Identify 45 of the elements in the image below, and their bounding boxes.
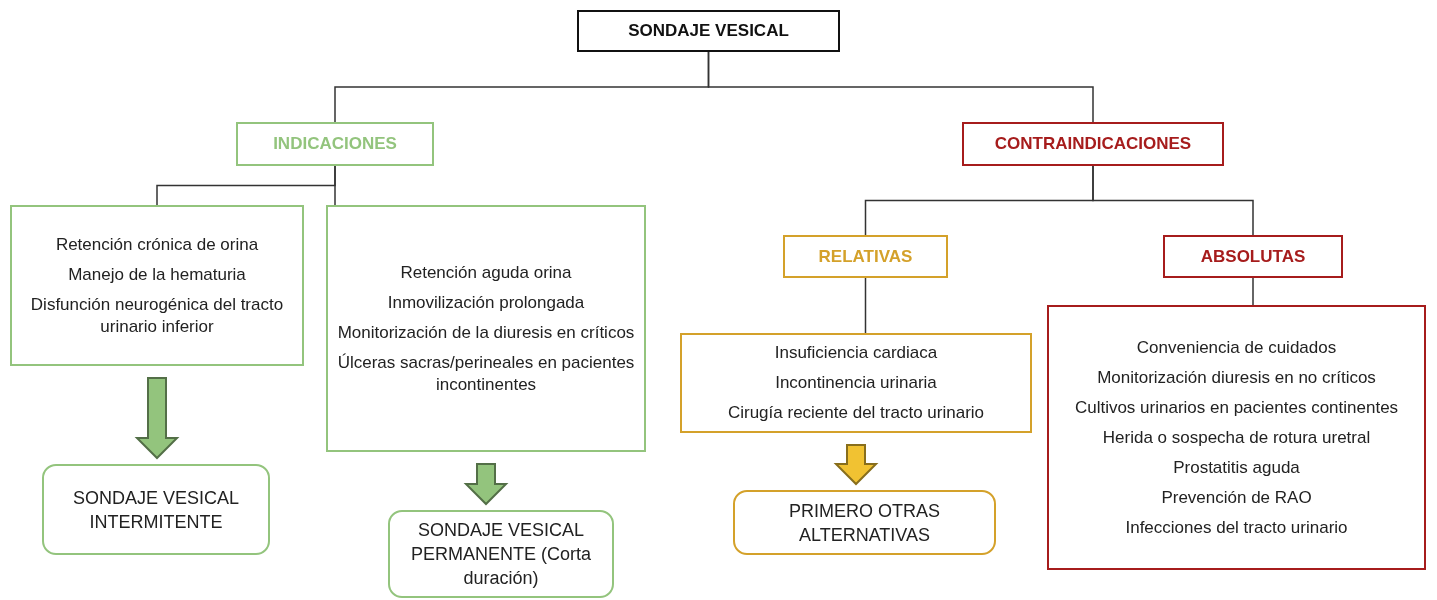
label-text: INDICACIONES: [273, 133, 397, 155]
label-text: RELATIVAS: [818, 245, 913, 268]
list-item: Prostatitis aguda: [1173, 456, 1300, 479]
block-arrow: [134, 377, 180, 460]
list-item: Insuficiencia cardiaca: [774, 342, 938, 364]
heading-box: [236, 122, 434, 166]
heading-box: [962, 122, 1224, 166]
rounded-box: [42, 464, 270, 555]
list-item: Monitorización diuresis en no críticos: [1097, 366, 1376, 389]
list-item: Disfunción neurogénica del tracto urinario inferior: [29, 293, 285, 338]
list-item: Infecciones del tracto urinario: [1125, 516, 1348, 539]
block-arrow: [833, 444, 879, 486]
list-box: [1047, 305, 1426, 570]
connector-line: [1252, 277, 1254, 306]
list-box: [10, 205, 304, 366]
label-text: SONDAJE VESICAL INTERMITENTE: [71, 486, 241, 534]
connector-line: [707, 51, 1094, 123]
list-item: Herida o sospecha de rotura uretral: [1102, 426, 1371, 449]
list-item: Cultivos urinarios en pacientes continentes: [1074, 396, 1399, 419]
label-text: ABSOLUTAS: [1200, 245, 1306, 268]
list-item: Retención aguda orina: [400, 261, 572, 284]
label-text: CONTRAINDICACIONES: [994, 133, 1192, 155]
connector-line: [864, 277, 867, 334]
list-item: Úlceras sacras/perineales en pacientes incontinentes: [336, 351, 636, 396]
list-item: Cirugía reciente del tracto urinario: [727, 402, 985, 424]
block-arrow: [463, 463, 509, 506]
heading-box: [783, 235, 948, 278]
list-box: [326, 205, 646, 452]
list-item: Conveniencia de cuidados: [1136, 336, 1337, 359]
list-item: Manejo de la hematuria: [68, 263, 246, 286]
rounded-box: [388, 510, 614, 598]
list-item: Incontinencia urinaria: [775, 372, 937, 394]
rounded-box: [733, 490, 996, 555]
list-item: Monitorización de la diuresis en críticos: [337, 321, 635, 344]
list-item: Prevención de RAO: [1161, 486, 1312, 509]
label-text: PRIMERO OTRAS ALTERNATIVAS: [788, 499, 941, 547]
list-item: Inmovilización prolongada: [387, 291, 585, 314]
heading-box: [1163, 235, 1343, 278]
label-text: SONDAJE VESICAL: [628, 20, 789, 42]
connector-line: [334, 165, 336, 206]
connector-line: [1092, 165, 1254, 236]
list-item: Retención crónica de orina: [55, 233, 259, 256]
label-text: SONDAJE VESICAL PERMANENTE (Corta duración): [410, 519, 592, 590]
heading-box: [577, 10, 840, 52]
list-box: [680, 333, 1032, 433]
